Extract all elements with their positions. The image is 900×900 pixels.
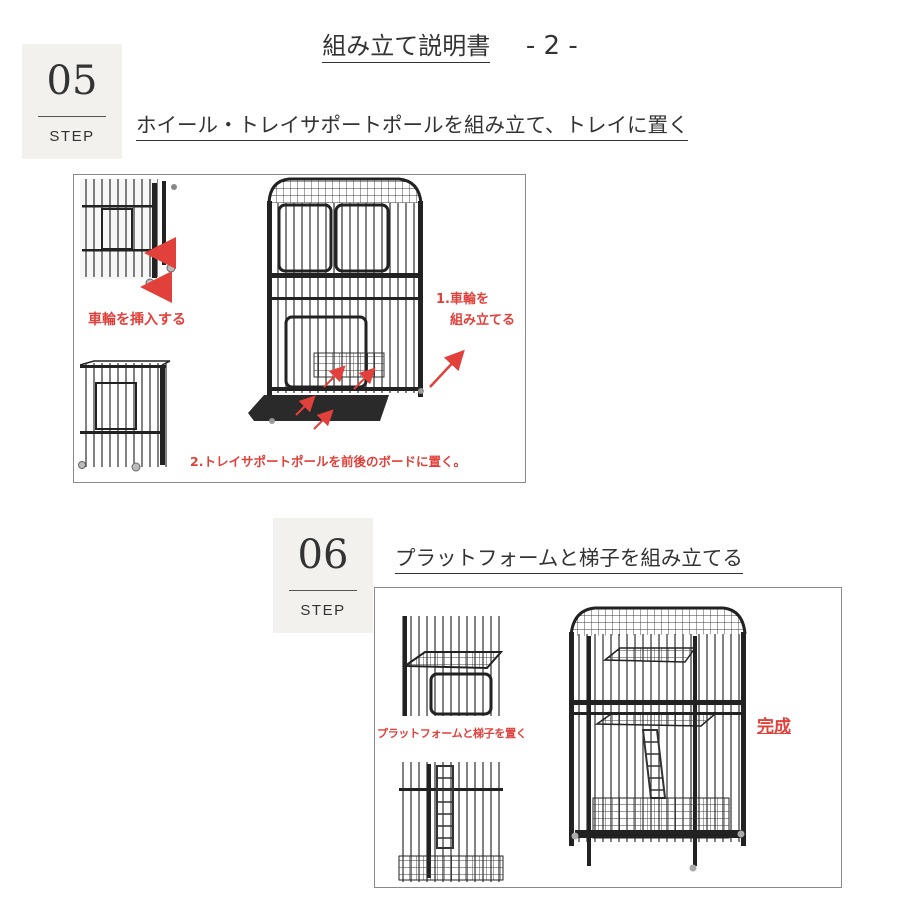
step-06-cage-drawing [398,606,747,882]
wheel-detail-bottom [78,360,171,472]
document-title: 組み立て説明書 [322,32,491,63]
page-number: - 2 - [525,31,578,61]
cage-main-step5 [248,177,465,430]
step-05-heading: ホイール・トレイサポートポールを組み立て、トレイに置く [136,108,689,141]
step-05-number: 05 [46,58,98,104]
step-05-label: STEP [49,128,95,145]
callout-place-tray-pole: 2.トレイサポートポールを前後のボードに置く。 [190,454,466,469]
step-05-divider [38,116,106,117]
cage-main-step6 [569,606,747,872]
callout-assemble-wheels-1: 1.車輪を [436,292,489,307]
step-06-number: 06 [297,532,349,578]
ladder-detail-bottom [398,762,504,882]
step-06-label: STEP [300,602,346,619]
callout-assemble-wheels-2: 組み立てる [450,313,516,328]
step-06-badge: 06 STEP [273,518,373,633]
callout-complete: 完成 [757,717,791,737]
callout-insert-wheels: 車輪を挿入する [88,312,186,328]
wheel-detail-top [80,179,177,303]
platform-detail-top [401,616,504,716]
step-05-illustration: 車輪を挿入する 1.車輪を 組み立てる 2.トレイサポートポールを前後のボードに… [73,174,526,483]
step-06-heading: プラットフォームと梯子を組み立てる [395,541,743,574]
page-title: 組み立て説明書 - 2 - [0,26,900,63]
step-05-cage-drawing [78,177,465,472]
step-05-badge: 05 STEP [22,44,122,159]
step-06-divider [289,590,357,591]
callout-place-platform: プラットフォームと梯子を置く [377,727,527,740]
step-06-illustration: プラットフォームと梯子を置く 完成 [374,587,842,888]
